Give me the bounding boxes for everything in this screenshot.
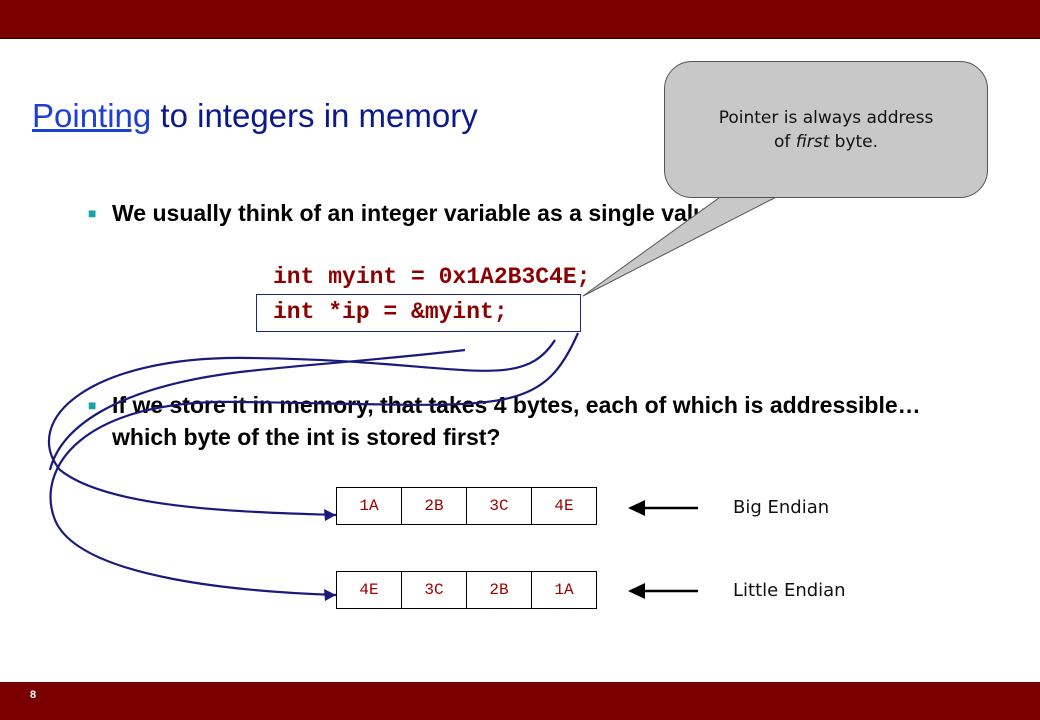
memory-byte: 2B (402, 488, 467, 524)
memory-byte: 3C (467, 488, 532, 524)
page-number: 8 (30, 689, 37, 701)
bottom-bar: 8 (0, 682, 1040, 720)
little-endian-arrowhead (628, 583, 645, 599)
little-endian-memory-row: 4E 3C 2B 1A (336, 571, 597, 609)
memory-byte: 4E (554, 497, 574, 515)
arrowhead-little-endian (324, 589, 336, 601)
callout-tail (582, 189, 791, 297)
little-endian-label: Little Endian (733, 580, 846, 601)
memory-byte: 4E (337, 572, 402, 608)
slide-title: Pointing to integers in memory (32, 97, 478, 135)
arrowhead-big-endian (324, 509, 336, 521)
memory-byte: 2B (467, 572, 532, 608)
title-text: to integers in memory (151, 97, 478, 134)
arrow-to-big-endian (47, 339, 556, 517)
code-line-1: int myint = 0x1A2B3C4E; (273, 264, 591, 290)
callout-text: Pointer is always address of first byte. (665, 106, 987, 154)
arrow-to-little-endian-alt (48, 348, 466, 471)
memory-byte: 1A (554, 581, 574, 599)
title-link[interactable]: Pointing (32, 97, 152, 134)
callout-line-2: of first byte. (773, 132, 879, 152)
arrow-to-little-endian (49, 332, 580, 597)
big-endian-label: Big Endian (733, 497, 830, 518)
big-endian-memory-row: 1A 2B 3C 4E (336, 487, 597, 525)
bullet-marker: ■ (88, 205, 97, 221)
code-highlight-box (256, 294, 581, 332)
callout-line-1: Pointer is always address (718, 108, 934, 128)
top-bar (0, 0, 1040, 39)
callout-bubble: Pointer is always address of first byte. (664, 61, 988, 198)
code-line-2: int *ip = &myint; (273, 299, 508, 325)
callout-emphasis: first (795, 132, 830, 152)
bullet-marker: ■ (88, 397, 97, 413)
memory-byte: 3C (402, 572, 467, 608)
bullet-text-1: We usually think of an integer variable … (112, 200, 728, 226)
big-endian-arrowhead (628, 500, 645, 516)
memory-byte: 1A (337, 488, 402, 524)
